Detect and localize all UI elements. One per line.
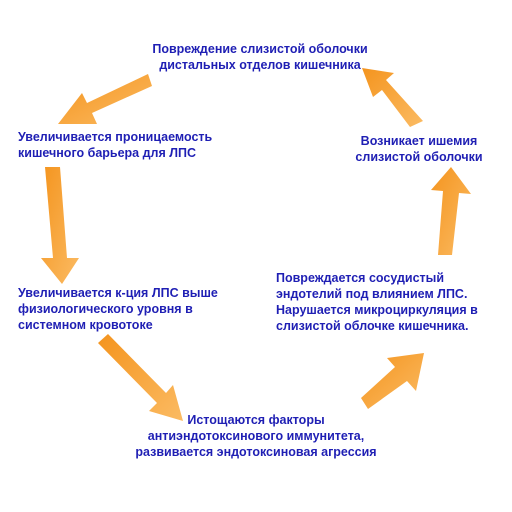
- node-line: Увеличивается к-ция ЛПС выше: [18, 286, 218, 300]
- arrow-permeability-to-lps: [41, 167, 79, 284]
- arrow-mucosa-to-permeability: [58, 74, 152, 124]
- node-line: Возникает ишемия: [360, 134, 478, 148]
- node-line: Повреждается сосудистый: [276, 271, 445, 285]
- node-line: Повреждение слизистой оболочки: [152, 42, 368, 56]
- arrow-lps-to-immunity: [98, 334, 183, 421]
- node-ischemia: Возникает ишемия слизистой оболочки: [344, 133, 494, 165]
- node-line: слизистой облочке кишечника.: [276, 319, 469, 333]
- node-permeability: Увеличивается проницаемость кишечного ба…: [18, 129, 248, 161]
- node-line: слизистой оболочки: [355, 150, 483, 164]
- node-endothelium-damage: Повреждается сосудистый эндотелий под вл…: [276, 270, 506, 334]
- node-line: системном кровотоке: [18, 318, 153, 332]
- node-line: Истощаются факторы: [187, 413, 325, 427]
- node-line: Нарушается микроциркуляция в: [276, 303, 478, 317]
- node-line: развивается эндотоксиновая агрессия: [135, 445, 377, 459]
- node-lps-level: Увеличивается к-ция ЛПС выше физиологиче…: [18, 285, 248, 333]
- arrow-immunity-to-endothelium: [361, 353, 424, 409]
- node-line: эндотелий под влиянием ЛПС.: [276, 287, 468, 301]
- node-mucosa-damage: Повреждение слизистой оболочки дистальны…: [128, 41, 392, 73]
- node-line: Увеличивается проницаемость: [18, 130, 213, 144]
- node-line: кишечного барьера для ЛПС: [18, 146, 197, 160]
- arrow-endothelium-to-ischemia: [431, 167, 471, 255]
- node-line: физиологического уровня в: [18, 302, 193, 316]
- node-line: антиэндотоксинового иммунитета,: [147, 429, 365, 443]
- arrow-ischemia-to-mucosa: [362, 68, 423, 127]
- node-immunity-depletion: Истощаются факторы антиэндотоксинового и…: [124, 412, 388, 460]
- node-line: дистальных отделов кишечника: [159, 58, 361, 72]
